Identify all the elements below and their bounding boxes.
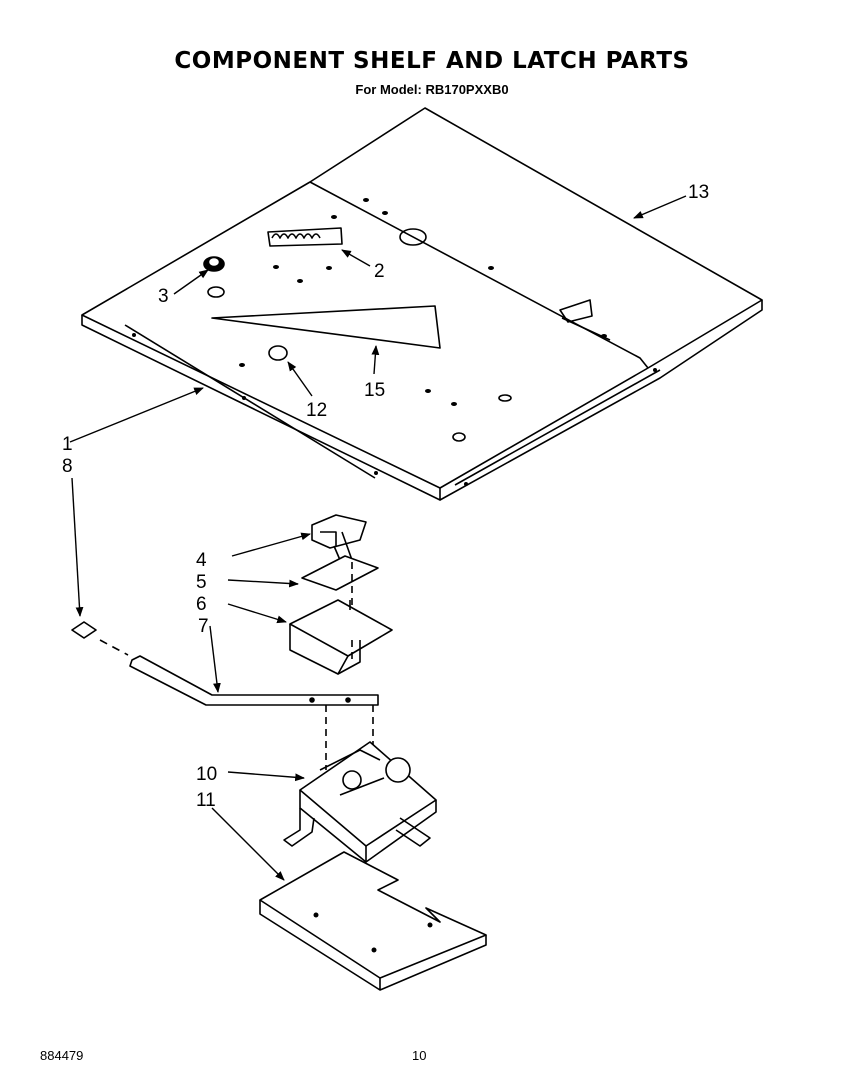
component-shelf-part: [81, 107, 763, 501]
callout-leaders: [69, 195, 687, 881]
wedge-plate-part: [211, 305, 441, 349]
latch-knob-part: [71, 621, 97, 639]
shelf-large-hole: [399, 228, 427, 246]
callout-1: 1: [62, 434, 73, 455]
terminal-strip-part: [267, 227, 343, 247]
shelf-slot-hole: [498, 394, 512, 402]
switch-bracket-part: [289, 599, 393, 675]
model-subtitle: For Model: RB170PXXB0: [355, 82, 509, 97]
shelf-holes: [132, 198, 657, 486]
switch-part: [311, 514, 367, 561]
callout-4: 4: [196, 550, 207, 571]
callout-15: 15: [364, 380, 385, 401]
callout-6: 6: [196, 594, 207, 615]
callout-8: 8: [62, 456, 73, 477]
base-plate-part: [259, 851, 487, 991]
base-plate-holes: [313, 912, 433, 953]
callout-13: 13: [688, 182, 709, 203]
callout-3: 3: [158, 286, 169, 307]
document-number: 884479: [40, 1048, 84, 1063]
callout-7: 7: [198, 616, 209, 637]
page-title: COMPONENT SHELF AND LATCH PARTS: [174, 48, 690, 74]
latch-assembly-part: [283, 741, 437, 863]
grommet-part: [203, 256, 225, 298]
callout-11: 11: [196, 790, 216, 811]
callout-labels: 1 2 3 4 5 6 7 8 10 11 12 13 15: [62, 182, 709, 811]
shelf-small-hole: [452, 432, 466, 442]
latch-handle-part: [129, 655, 379, 706]
callout-12: 12: [306, 400, 327, 421]
page-number: 10: [412, 1048, 427, 1063]
knob-guide-line: [99, 639, 129, 656]
plug-button-part: [268, 345, 288, 361]
callout-2: 2: [374, 261, 385, 282]
callout-5: 5: [196, 572, 207, 593]
insulator-part: [301, 555, 379, 591]
callout-10: 10: [196, 764, 217, 785]
